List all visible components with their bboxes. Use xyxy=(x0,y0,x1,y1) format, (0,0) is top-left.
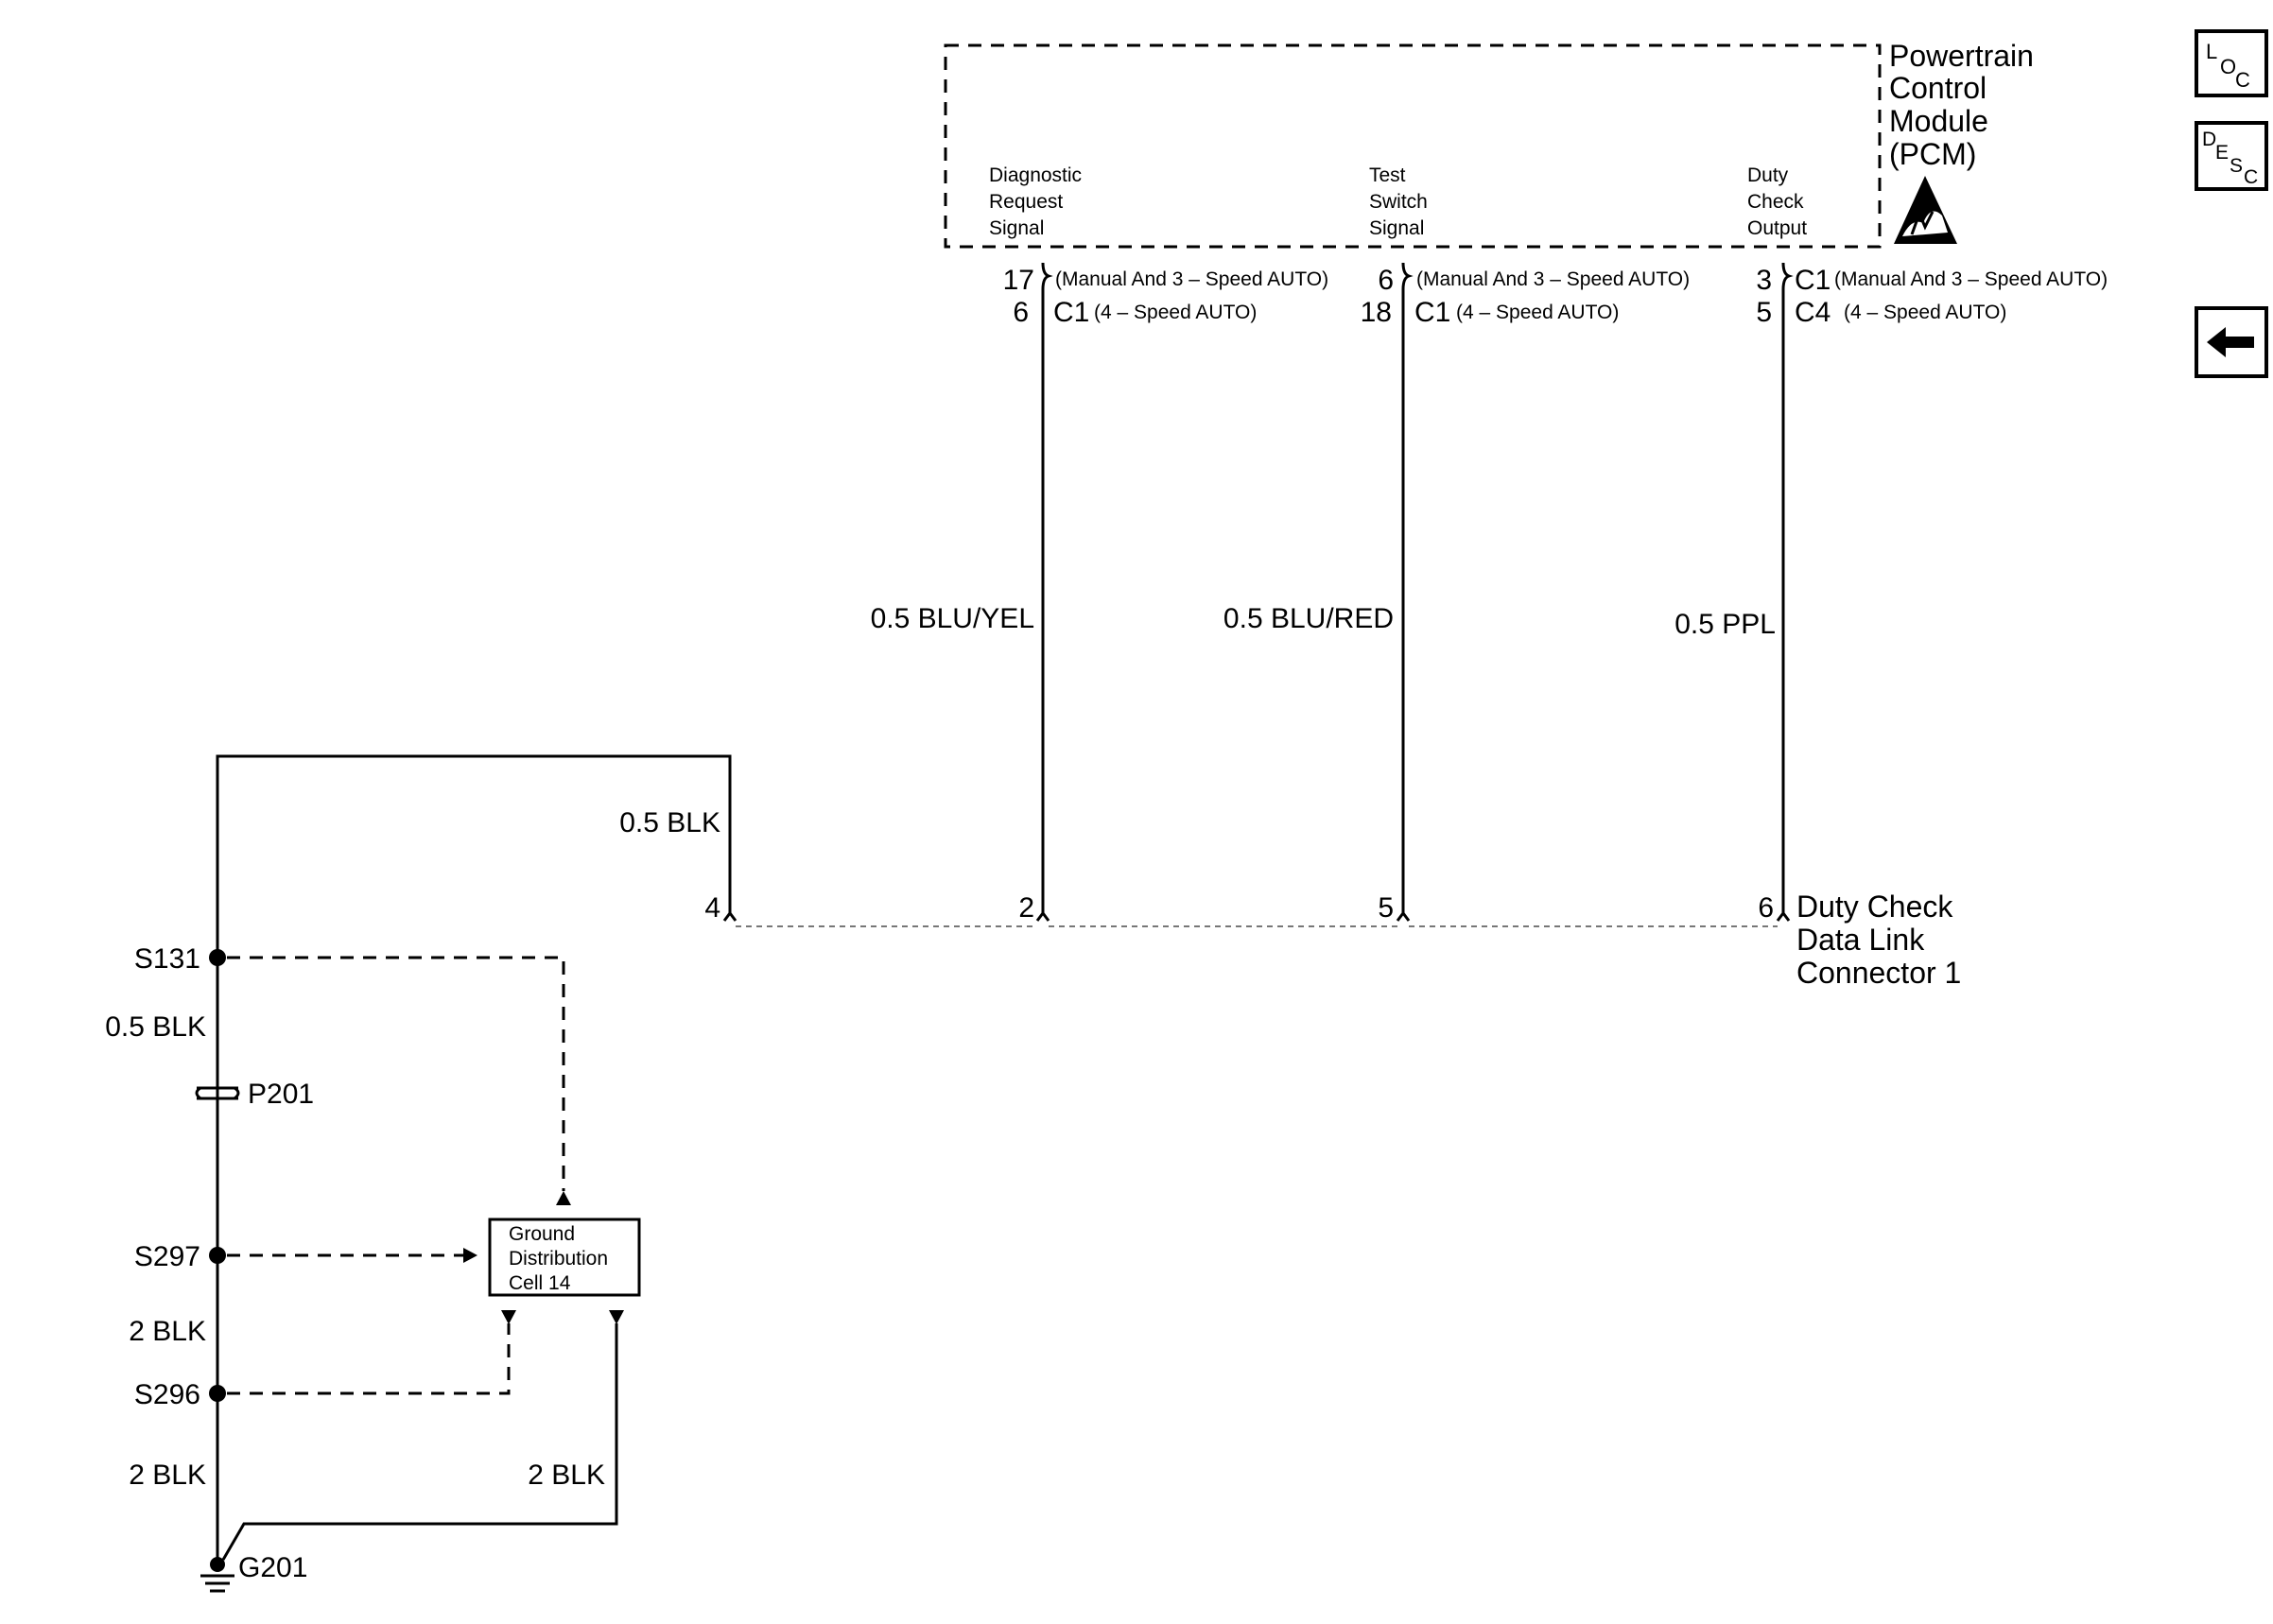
back-arrow-icon xyxy=(2207,327,2254,357)
pin-3-top-note: (Manual And 3 – Speed AUTO) xyxy=(1834,268,2108,290)
signal-2-line-3: Signal xyxy=(1369,217,1424,239)
desc-button[interactable]: D E S C xyxy=(2195,121,2268,191)
esd-sensitive-icon xyxy=(1894,176,1957,244)
pin-1-bottom-conn: C1 xyxy=(1053,297,1089,328)
ref-s297-arrow xyxy=(463,1248,477,1263)
pin-3-bottom: 5 xyxy=(1756,297,1772,328)
pcm-name-line-2: Control xyxy=(1889,71,1987,105)
wire-blu-red xyxy=(1401,262,1414,913)
dlc-connector xyxy=(722,910,1791,927)
pin-3-bottom-note: (4 – Speed AUTO) xyxy=(1844,302,2006,323)
loc-letter-l: L xyxy=(2206,40,2217,63)
ground-icon xyxy=(200,1574,234,1593)
ground-g201-dot xyxy=(210,1557,225,1572)
left-wire-label-2: 2 BLK xyxy=(129,1316,206,1347)
dlc-pin-6: 6 xyxy=(1758,892,1774,924)
wire-blu-yel xyxy=(1041,262,1053,913)
desc-letter-s: S xyxy=(2230,155,2243,177)
ref-s131-to-cell xyxy=(227,956,565,1191)
signal-1-line-2: Request xyxy=(989,191,1063,213)
ground-wire-label: 2 BLK xyxy=(528,1460,605,1491)
wire-blk-dlc xyxy=(216,754,732,958)
pin-2-bottom: 18 xyxy=(1361,297,1392,328)
pin-2-bottom-conn: C1 xyxy=(1414,297,1450,328)
left-wire-label-1: 0.5 BLK xyxy=(105,1011,206,1043)
pin-3-top: 3 xyxy=(1756,265,1772,296)
wire-label-ppl: 0.5 PPL xyxy=(1674,609,1776,640)
dlc-name-line-3: Connector 1 xyxy=(1796,956,1961,990)
splice-s297-dot xyxy=(209,1247,226,1264)
ref-s296-arrow xyxy=(501,1310,516,1324)
pin-1-bottom: 6 xyxy=(1013,297,1029,328)
pin-2-top-note: (Manual And 3 – Speed AUTO) xyxy=(1416,268,1690,290)
signal-2-line-1: Test xyxy=(1369,164,1406,186)
pin-1-bottom-note: (4 – Speed AUTO) xyxy=(1094,302,1257,323)
inline-connector-p201 xyxy=(195,1086,240,1100)
pin-3-top-conn: C1 xyxy=(1795,265,1831,296)
signal-1-line-3: Signal xyxy=(989,217,1044,239)
splice-s131-label: S131 xyxy=(134,943,200,975)
loc-button[interactable]: L O C xyxy=(2195,29,2268,97)
wire-ppl xyxy=(1781,262,1794,913)
dlc-name-line-2: Data Link xyxy=(1796,923,1925,957)
splice-s131-dot xyxy=(209,949,226,966)
desc-letter-c: C xyxy=(2244,166,2258,188)
wire-label-blu-red: 0.5 BLU/RED xyxy=(1223,603,1394,634)
dlc-pin-4: 4 xyxy=(704,892,720,924)
signal-1-line-1: Diagnostic xyxy=(989,164,1082,186)
dlc-pin-5: 5 xyxy=(1378,892,1394,924)
connector-p201-label: P201 xyxy=(248,1079,314,1110)
pin-2-bottom-note: (4 – Speed AUTO) xyxy=(1456,302,1619,323)
pcm-name-line-3: Module xyxy=(1889,104,1988,138)
splice-s297-label: S297 xyxy=(134,1241,200,1272)
ref-s131-arrow xyxy=(556,1191,571,1205)
splice-s296-dot xyxy=(209,1385,226,1402)
pin-2-top: 6 xyxy=(1378,265,1394,296)
desc-letter-d: D xyxy=(2202,129,2216,150)
dlc-pin-2: 2 xyxy=(1018,892,1034,924)
pcm-name-line-4: (PCM) xyxy=(1889,137,1976,171)
cell-out-arrow xyxy=(609,1310,624,1324)
pcm-name-line-1: Powertrain xyxy=(1889,39,2034,73)
loc-letter-c: C xyxy=(2235,68,2250,92)
signal-3-line-2: Check xyxy=(1747,191,1804,213)
wire-label-blu-yel: 0.5 BLU/YEL xyxy=(871,603,1034,634)
pcm-box xyxy=(944,43,1882,249)
left-wire-label-3: 2 BLK xyxy=(129,1460,206,1491)
wire-2-blk-ground xyxy=(221,1323,618,1561)
pin-1-top: 17 xyxy=(1003,265,1034,296)
wire-label-blk-dlc: 0.5 BLK xyxy=(619,807,720,838)
pin-3-bottom-conn: C4 xyxy=(1795,297,1831,328)
ground-box-line-3: Cell 14 xyxy=(509,1272,571,1294)
dlc-name-line-1: Duty Check xyxy=(1796,890,1953,924)
ground-box-line-1: Ground xyxy=(509,1223,575,1245)
splice-s296-label: S296 xyxy=(134,1379,200,1410)
ground-g201-label: G201 xyxy=(238,1552,307,1583)
loc-letter-o: O xyxy=(2220,55,2236,78)
signal-2-line-2: Switch xyxy=(1369,191,1428,213)
ground-distribution-box[interactable] xyxy=(488,1218,641,1297)
signal-3-line-3: Output xyxy=(1747,217,1807,239)
ref-s296-to-cell xyxy=(227,1323,511,1395)
ground-box-line-2: Distribution xyxy=(509,1248,608,1270)
signal-3-line-1: Duty xyxy=(1747,164,1789,186)
desc-letter-e: E xyxy=(2215,142,2229,164)
back-button[interactable] xyxy=(2195,306,2268,378)
pin-1-top-note: (Manual And 3 – Speed AUTO) xyxy=(1055,268,1328,290)
